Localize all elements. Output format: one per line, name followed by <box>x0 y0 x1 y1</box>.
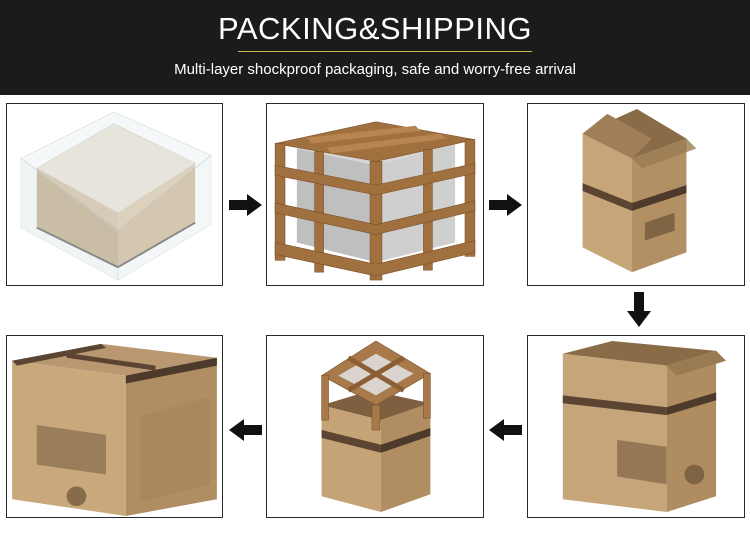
right-arrow-icon <box>229 194 262 216</box>
arrow-right-1 <box>229 194 262 216</box>
right-arrow-icon <box>489 194 522 216</box>
left-arrow-icon <box>229 419 262 441</box>
step-4-panel <box>527 335 745 518</box>
arrow-left-2 <box>229 419 262 441</box>
wooden-crate-icon <box>267 104 483 285</box>
page-title: PACKING&SHIPPING <box>0 11 750 47</box>
step-5-panel <box>266 335 484 518</box>
crate-into-carton-icon <box>267 336 483 517</box>
title-underline <box>238 51 532 52</box>
open-carton-icon <box>528 104 744 285</box>
arrow-right-2 <box>489 194 522 216</box>
arrow-left-1 <box>489 419 522 441</box>
step-2-panel <box>266 103 484 286</box>
down-arrow-icon <box>627 292 651 327</box>
carton-with-contents-icon <box>528 336 744 517</box>
left-arrow-icon <box>489 419 522 441</box>
sealed-carton-icon <box>7 336 222 517</box>
header-banner: PACKING&SHIPPING Multi-layer shockproof … <box>0 0 750 95</box>
step-1-panel <box>6 103 223 286</box>
step-3-panel <box>527 103 745 286</box>
film-wrapped-machine-icon <box>7 104 222 285</box>
page-subtitle: Multi-layer shockproof packaging, safe a… <box>0 61 750 78</box>
step-6-panel <box>6 335 223 518</box>
arrow-down <box>627 292 651 327</box>
